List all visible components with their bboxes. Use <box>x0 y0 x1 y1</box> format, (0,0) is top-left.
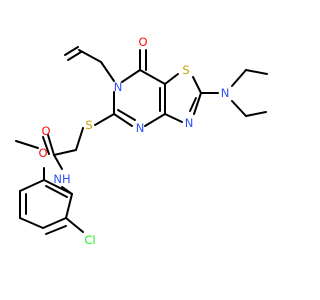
bond <box>164 73 179 85</box>
bond <box>75 127 84 151</box>
bond <box>78 49 102 63</box>
bond <box>94 113 115 126</box>
bond <box>139 69 166 85</box>
atom-label-sulfur: S <box>85 118 92 132</box>
atom-labels: O S N N N N S O O NH Cl <box>38 35 229 247</box>
bond <box>42 217 67 229</box>
bond <box>121 69 141 83</box>
bond <box>15 140 39 149</box>
bond <box>193 92 202 115</box>
bond <box>100 61 115 82</box>
bond <box>53 149 77 156</box>
atom-label-oxygen: O <box>41 124 50 138</box>
atom-label-nitrogen: N <box>185 116 194 130</box>
bond <box>113 113 133 127</box>
atom-label-oxygen: O <box>38 146 47 160</box>
bond <box>47 134 55 156</box>
atom-label-oxygen: O <box>138 35 147 49</box>
bond <box>117 109 136 121</box>
atom-label-sulfur: S <box>182 63 189 77</box>
bond <box>45 185 68 198</box>
bond <box>192 76 202 94</box>
bond <box>164 113 183 123</box>
bond <box>19 179 45 192</box>
atom-label-nitrogen: N <box>221 86 230 100</box>
bonds <box>15 46 268 235</box>
bond <box>231 100 247 117</box>
bond <box>53 154 63 170</box>
bond <box>65 193 73 219</box>
atom-label-nitrogen: N <box>114 80 123 94</box>
atom-label-chlorine: Cl <box>84 233 95 247</box>
bond <box>144 113 166 127</box>
bond <box>231 69 247 87</box>
bond <box>45 225 67 235</box>
bond <box>189 97 197 112</box>
bond <box>64 46 79 56</box>
bond <box>42 136 50 155</box>
atom-label-nh: NH <box>53 172 70 186</box>
bond <box>19 217 44 229</box>
molecule-structure: O S N N N N S O O NH Cl <box>15 35 268 247</box>
bond <box>245 111 267 117</box>
bond <box>67 51 82 61</box>
bond <box>43 179 73 195</box>
bond <box>245 69 268 75</box>
atom-label-nitrogen: N <box>136 121 145 135</box>
bond <box>65 217 84 233</box>
